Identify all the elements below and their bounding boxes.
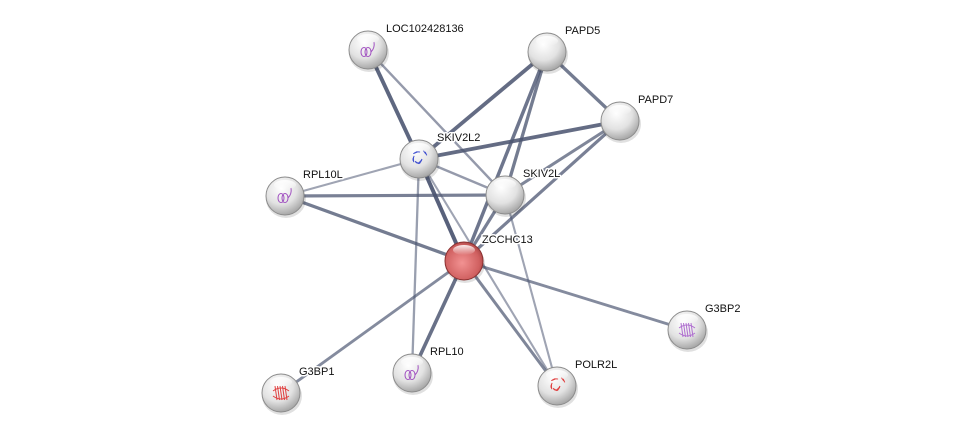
edge-layer bbox=[280, 49, 688, 395]
sheet-structure-icon bbox=[678, 322, 696, 338]
edge-papd5-skiv2l[interactable] bbox=[503, 51, 549, 196]
node-g3bp1[interactable]: G3BP1 bbox=[261, 365, 336, 415]
node-papd5[interactable]: PAPD5 bbox=[527, 24, 602, 74]
node-papd7[interactable]: PAPD7 bbox=[600, 93, 675, 143]
node-label: RPL10L bbox=[303, 169, 343, 181]
node-loc102428136[interactable]: LOC102428136 bbox=[348, 22, 465, 72]
node-label: SKIV2L bbox=[523, 168, 560, 180]
edge-loc102428136-skiv2l2[interactable] bbox=[366, 49, 421, 160]
edge-papd5-skiv2l2[interactable] bbox=[417, 50, 549, 161]
node-rpl10[interactable]: RPL10 bbox=[392, 345, 465, 395]
node-label: G3BP1 bbox=[299, 366, 334, 378]
node-label: PAPD7 bbox=[638, 94, 673, 106]
node-label: G3BP2 bbox=[705, 303, 740, 315]
edge-zcchc13-rpl10[interactable] bbox=[410, 260, 466, 374]
node-label: ZCCHC13 bbox=[482, 234, 533, 246]
edge-papd5-zcchc13[interactable] bbox=[462, 51, 549, 262]
edge-zcchc13-g3bp1[interactable] bbox=[280, 259, 465, 395]
sheet-structure-icon bbox=[272, 385, 290, 401]
node-label: PAPD5 bbox=[565, 25, 600, 37]
edge-rpl10l-zcchc13[interactable] bbox=[284, 194, 465, 263]
edge-skiv2l2-rpl10[interactable] bbox=[410, 158, 421, 374]
edge-zcchc13-g3bp2[interactable] bbox=[463, 259, 688, 332]
edge-zcchc13-polr2l[interactable] bbox=[462, 260, 559, 387]
edge-skiv2l2-rpl10l[interactable] bbox=[284, 157, 420, 198]
node-polr2l[interactable]: POLR2L bbox=[537, 358, 619, 408]
node-skiv2l2[interactable]: SKIV2L2 bbox=[399, 131, 482, 181]
edge-skiv2l-polr2l[interactable] bbox=[503, 194, 559, 387]
edge-papd7-skiv2l2[interactable] bbox=[418, 119, 621, 161]
node-rpl10l[interactable]: RPL10L bbox=[265, 168, 344, 218]
edge-papd7-zcchc13[interactable] bbox=[462, 119, 622, 263]
node-skiv2l[interactable]: SKIV2L bbox=[485, 167, 562, 217]
edge-papd7-skiv2l[interactable] bbox=[504, 119, 621, 197]
node-g3bp2[interactable]: G3BP2 bbox=[667, 302, 742, 352]
node-label: POLR2L bbox=[575, 359, 617, 371]
node-label: SKIV2L2 bbox=[437, 132, 480, 144]
node-zcchc13[interactable]: ZCCHC13 bbox=[444, 233, 534, 283]
edge-loc102428136-skiv2l[interactable] bbox=[367, 49, 506, 196]
edge-rpl10l-skiv2l[interactable] bbox=[284, 193, 506, 198]
node-label: LOC102428136 bbox=[386, 23, 464, 35]
node-label: RPL10 bbox=[430, 346, 464, 358]
